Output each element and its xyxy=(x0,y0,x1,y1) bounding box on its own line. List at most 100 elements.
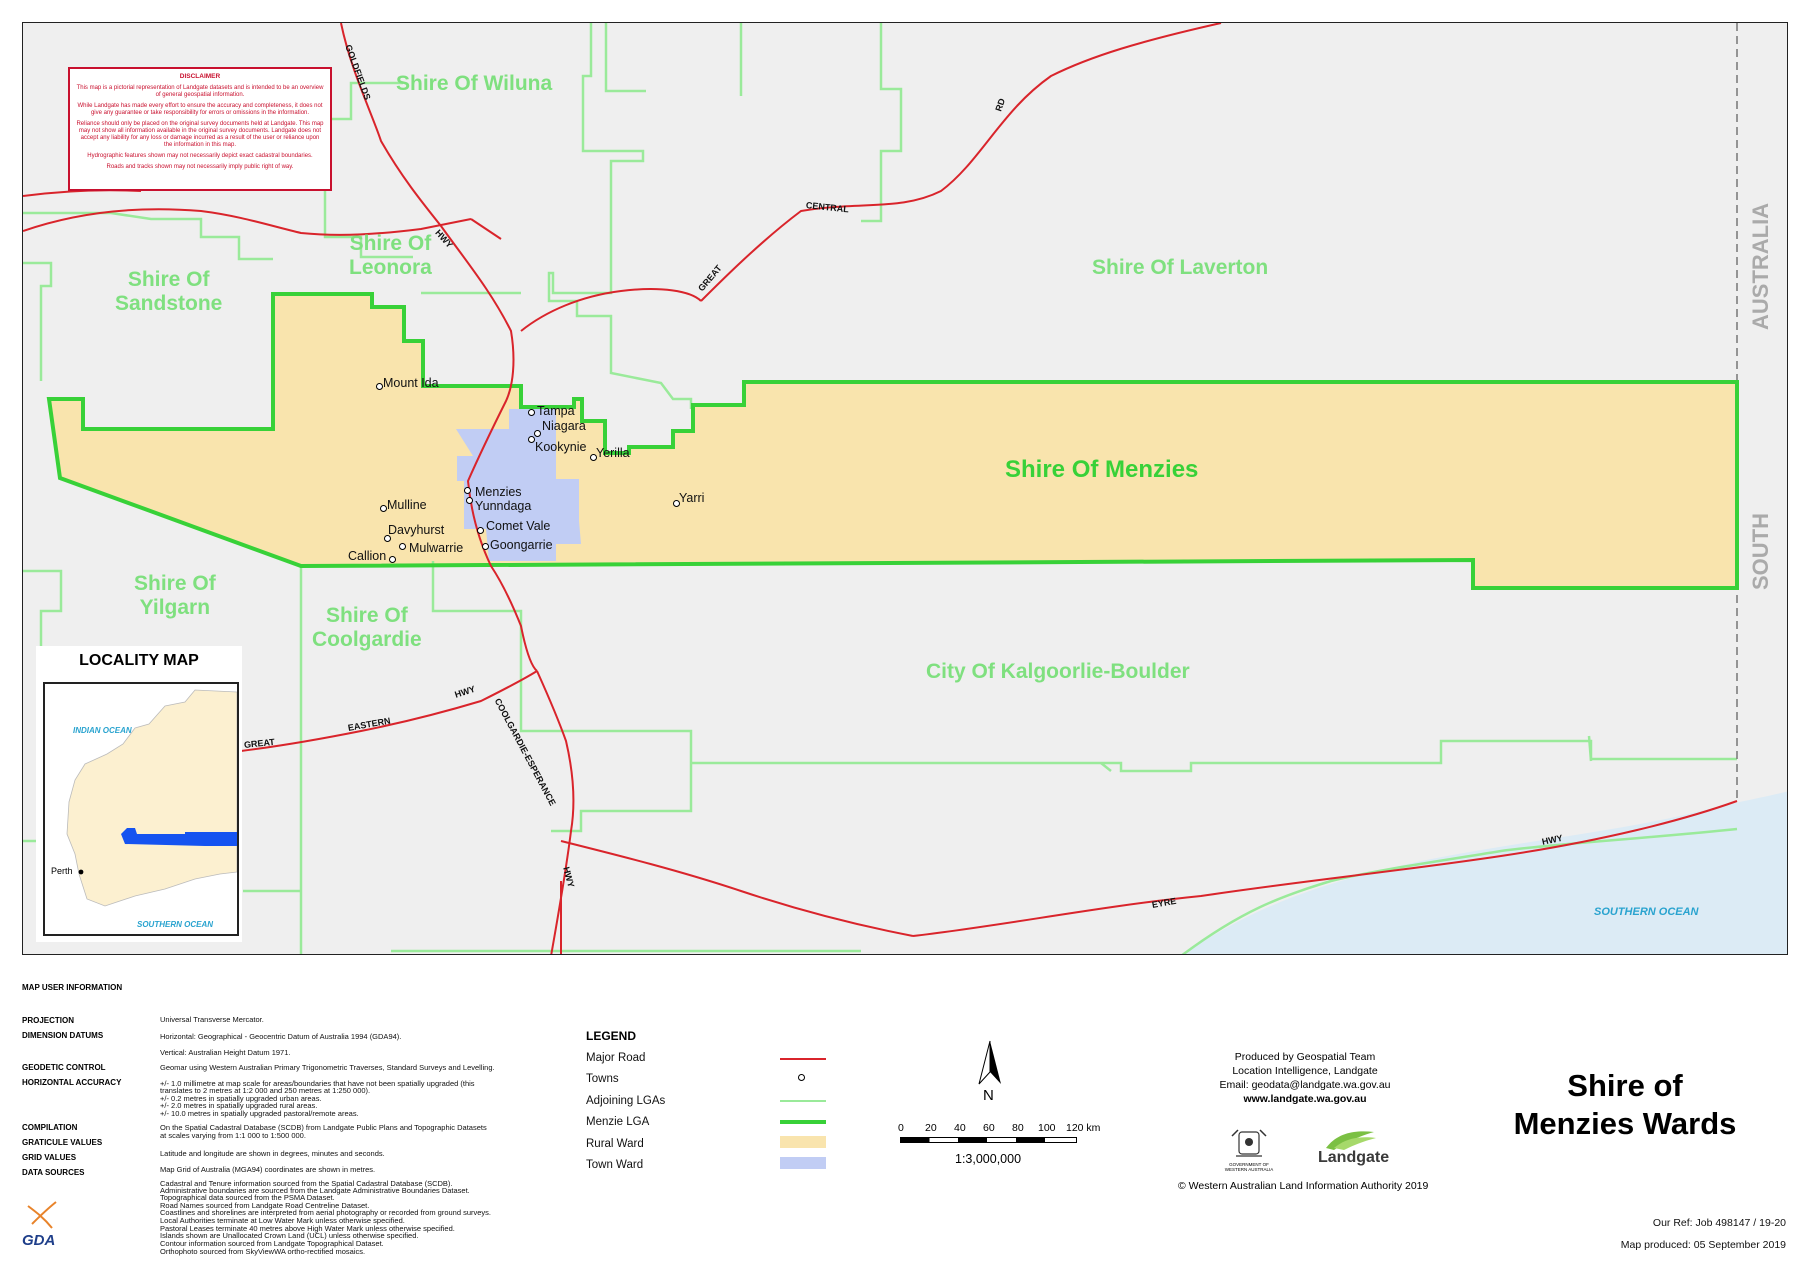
ocean-label-southern-locality: SOUTHERN OCEAN xyxy=(137,920,214,929)
locality-map[interactable]: INDIAN OCEAN SOUTHERN OCEAN Perth xyxy=(43,682,239,936)
town-label-mount-ida: Mount Ida xyxy=(383,376,439,390)
gda-logo-text: GDA xyxy=(22,1232,56,1249)
info-key: PROJECTION xyxy=(22,1016,75,1025)
credits-line: Location Intelligence, Landgate xyxy=(1232,1065,1378,1077)
scale-tick: 0 xyxy=(898,1122,904,1134)
legend-label: Rural Ward xyxy=(586,1138,644,1150)
town-marker[interactable] xyxy=(380,505,387,512)
map-title: Shire of Menzies Wards xyxy=(1480,1067,1770,1143)
ocean-label-southern: SOUTHERN OCEAN xyxy=(1594,906,1699,918)
landgate-logo-icon xyxy=(1326,1131,1376,1150)
data-source-line: Road Names sourced from Landgate Road Ce… xyxy=(160,1201,370,1210)
scale-ratio: 1:3,000,000 xyxy=(955,1152,1022,1166)
western-australia-shape xyxy=(66,689,237,907)
town-marker[interactable] xyxy=(590,454,597,461)
data-source-line: Administrative boundaries are sourced fr… xyxy=(160,1186,470,1195)
town-marker[interactable] xyxy=(384,535,391,542)
info-value: +/- 0.2 metres in spatially upgraded urb… xyxy=(160,1094,322,1103)
info-value: Universal Transverse Mercator. xyxy=(160,1015,264,1024)
info-key: HORIZONTAL ACCURACY xyxy=(22,1078,122,1087)
town-marker[interactable] xyxy=(673,500,680,507)
north-label: N xyxy=(983,1087,994,1104)
info-key: GEODETIC CONTROL xyxy=(22,1063,106,1072)
info-value: at scales varying from 1:1 000 to 1:500 … xyxy=(160,1131,306,1140)
info-value: Vertical: Australian Height Datum 1971. xyxy=(160,1048,291,1057)
wa-government-label: GOVERNMENT OF WESTERN AUSTRALIA xyxy=(1224,1162,1274,1172)
info-key: COMPILATION xyxy=(22,1123,78,1132)
disclaimer-paragraph: Reliance should only be placed on the or… xyxy=(76,121,324,148)
town-marker[interactable] xyxy=(528,436,535,443)
legend-title: LEGEND xyxy=(586,1029,637,1043)
gda-logo-icon xyxy=(27,1201,57,1229)
info-value: On the Spatial Cadastral Database (SCDB)… xyxy=(160,1123,487,1132)
north-arrow-icon xyxy=(978,1040,1001,1085)
town-label-perth: Perth xyxy=(51,866,73,876)
data-source-line: Coastlines and shorelines are interprete… xyxy=(160,1208,492,1217)
town-label-comet-vale: Comet Vale xyxy=(486,519,551,533)
lga-label-sandstone: Shire Of Sandstone xyxy=(115,268,223,315)
legend-label: Towns xyxy=(586,1073,619,1085)
job-reference: Our Ref: Job 498147 / 19-20 xyxy=(1652,1217,1786,1229)
scale-tick: 40 xyxy=(954,1122,966,1134)
menzies-lga-boundary xyxy=(46,292,1739,590)
town-label-kookynie: Kookynie xyxy=(535,440,587,454)
data-source-line: Cadastral and Tenure information sourced… xyxy=(160,1179,453,1188)
perth-marker xyxy=(78,869,84,875)
lga-label-yilgarn: Shire Of Yilgarn xyxy=(134,572,216,619)
town-marker[interactable] xyxy=(399,543,406,550)
lga-label-laverton: Shire Of Laverton xyxy=(1092,256,1269,279)
info-value: Latitude and longitude are shown in degr… xyxy=(160,1149,385,1158)
scale-tick: 20 xyxy=(925,1122,937,1134)
town-label-tampa: Tampa xyxy=(537,404,575,418)
data-source-line: Orthophoto sourced from SkyViewWA ortho-… xyxy=(160,1247,366,1256)
locality-map-title: LOCALITY MAP xyxy=(79,652,199,669)
data-source-line: Topographical data sourced from the PSMA… xyxy=(160,1193,335,1202)
map-canvas[interactable] xyxy=(23,23,1788,955)
credits-line: Email: geodata@landgate.wa.gov.au xyxy=(1219,1079,1391,1091)
town-marker[interactable] xyxy=(389,556,396,563)
info-key: GRID VALUES xyxy=(22,1153,77,1162)
legend-label: Major Road xyxy=(586,1052,646,1064)
town-label-niagara: Niagara xyxy=(542,419,586,433)
town-marker[interactable] xyxy=(464,487,471,494)
info-value: +/- 2.0 metres in spatially upgraded rur… xyxy=(160,1101,318,1110)
state-label-south: SOUTH xyxy=(1748,513,1773,590)
map-produced-date: Map produced: 05 September 2019 xyxy=(1620,1239,1786,1251)
town-label-menzies: Menzies xyxy=(475,485,522,499)
scale-tick: 60 xyxy=(983,1122,995,1134)
legend-swatch-rural-ward xyxy=(780,1136,826,1148)
info-value: Geomar using Western Australian Primary … xyxy=(160,1063,495,1072)
town-label-mulline: Mulline xyxy=(387,498,427,512)
ocean-label-indian: INDIAN OCEAN xyxy=(73,726,132,735)
info-value: translates to 2 metres at 1:2 000 and 25… xyxy=(160,1086,371,1095)
wa-government-crest-icon xyxy=(1231,1129,1267,1157)
copyright-text: © Western Australian Land Information Au… xyxy=(1178,1180,1429,1192)
adjoining-lga-boundaries xyxy=(23,23,1738,954)
town-ward-area xyxy=(456,409,581,561)
map-frame[interactable]: DISCLAIMER This map is a pictorial repre… xyxy=(22,22,1788,955)
info-value: +/- 10.0 metres in spatially upgraded pa… xyxy=(160,1109,359,1118)
scale-tick: 80 xyxy=(1012,1122,1024,1134)
town-label-goongarrie: Goongarrie xyxy=(490,538,553,552)
town-marker[interactable] xyxy=(466,497,473,504)
legend-swatch-town-ward xyxy=(780,1157,826,1169)
scale-tick: 100 xyxy=(1038,1122,1056,1134)
town-marker[interactable] xyxy=(482,543,489,550)
rural-ward-area xyxy=(49,294,1737,588)
disclaimer-paragraph: Roads and tracks shown may not necessari… xyxy=(106,164,294,170)
legend-swatch-adjoining-lgas xyxy=(780,1100,826,1102)
town-marker[interactable] xyxy=(477,527,484,534)
town-marker[interactable] xyxy=(376,383,383,390)
credits-website-link[interactable]: www.landgate.wa.gov.au xyxy=(1243,1093,1367,1105)
town-label-yunndaga: Yunndaga xyxy=(475,499,532,513)
info-key: DATA SOURCES xyxy=(22,1168,85,1177)
legend-label: Menzie LGA xyxy=(586,1116,650,1128)
info-heading: MAP USER INFORMATION xyxy=(22,983,123,992)
disclaimer-paragraph: Hydrographic features shown may not nece… xyxy=(87,153,313,159)
town-marker[interactable] xyxy=(528,409,535,416)
town-label-yarri: Yarri xyxy=(679,491,705,505)
disclaimer-paragraph: While Landgate has made every effort to … xyxy=(77,103,323,116)
town-marker[interactable] xyxy=(534,430,541,437)
lga-label-leonora: Shire Of Leonora xyxy=(349,232,432,279)
info-value: Map Grid of Australia (MGA94) coordinate… xyxy=(160,1165,376,1174)
